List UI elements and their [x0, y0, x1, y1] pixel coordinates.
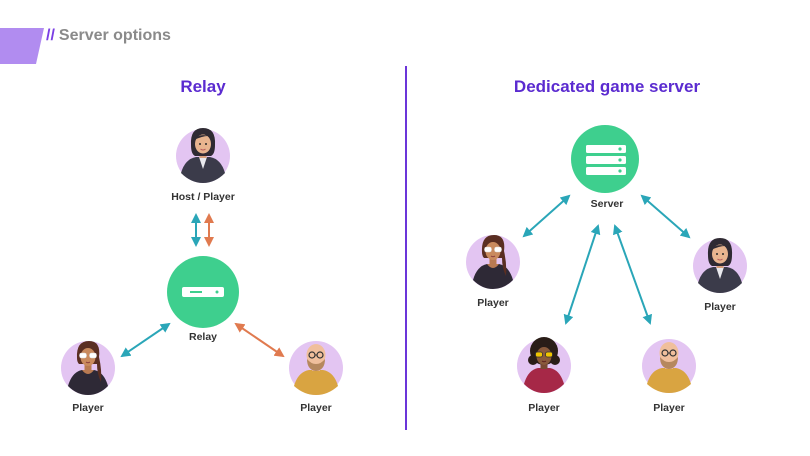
- relay-player-right-label: Player: [300, 402, 332, 414]
- server-arrow-right: [640, 194, 691, 239]
- server-player-1-label: Player: [477, 297, 509, 309]
- page-title: //Server options: [46, 27, 171, 45]
- header-accent-bar: [0, 28, 44, 64]
- section-divider: [405, 66, 407, 430]
- relay-player-right-avatar-icon: [288, 340, 344, 396]
- relay-box-icon: [182, 287, 224, 297]
- relay-right-arrow: [234, 322, 285, 358]
- dedicated-section-title: Dedicated game server: [513, 77, 701, 96]
- server-player-3-avatar-icon: [516, 336, 572, 394]
- server-arrow-bottom-left: [563, 224, 601, 325]
- server-label: Server: [591, 198, 624, 210]
- host-avatar-icon: [175, 127, 231, 184]
- header-slashes: //: [46, 27, 55, 44]
- relay-player-left-avatar-icon: [60, 340, 116, 396]
- server-player-4-avatar-icon: [641, 338, 697, 394]
- server-rack-icon: [586, 145, 626, 175]
- server-player-2-avatar-icon: [692, 237, 748, 294]
- relay-node: [167, 256, 239, 328]
- header-title-text: Server options: [58, 27, 171, 44]
- relay-left-arrow: [120, 322, 171, 358]
- server-player-3-label: Player: [528, 402, 560, 414]
- page-header: //Server options: [0, 24, 300, 64]
- server-arrow-left: [522, 194, 571, 238]
- relay-label: Relay: [189, 331, 217, 343]
- relay-player-left-label: Player: [72, 402, 104, 414]
- server-node: [571, 125, 639, 193]
- host-label: Host / Player: [171, 191, 235, 203]
- relay-section-title: Relay: [180, 77, 226, 96]
- server-player-4-label: Player: [653, 402, 685, 414]
- server-player-1-avatar-icon: [465, 234, 521, 290]
- server-arrow-bottom-right: [613, 224, 652, 325]
- server-player-2-label: Player: [704, 301, 736, 313]
